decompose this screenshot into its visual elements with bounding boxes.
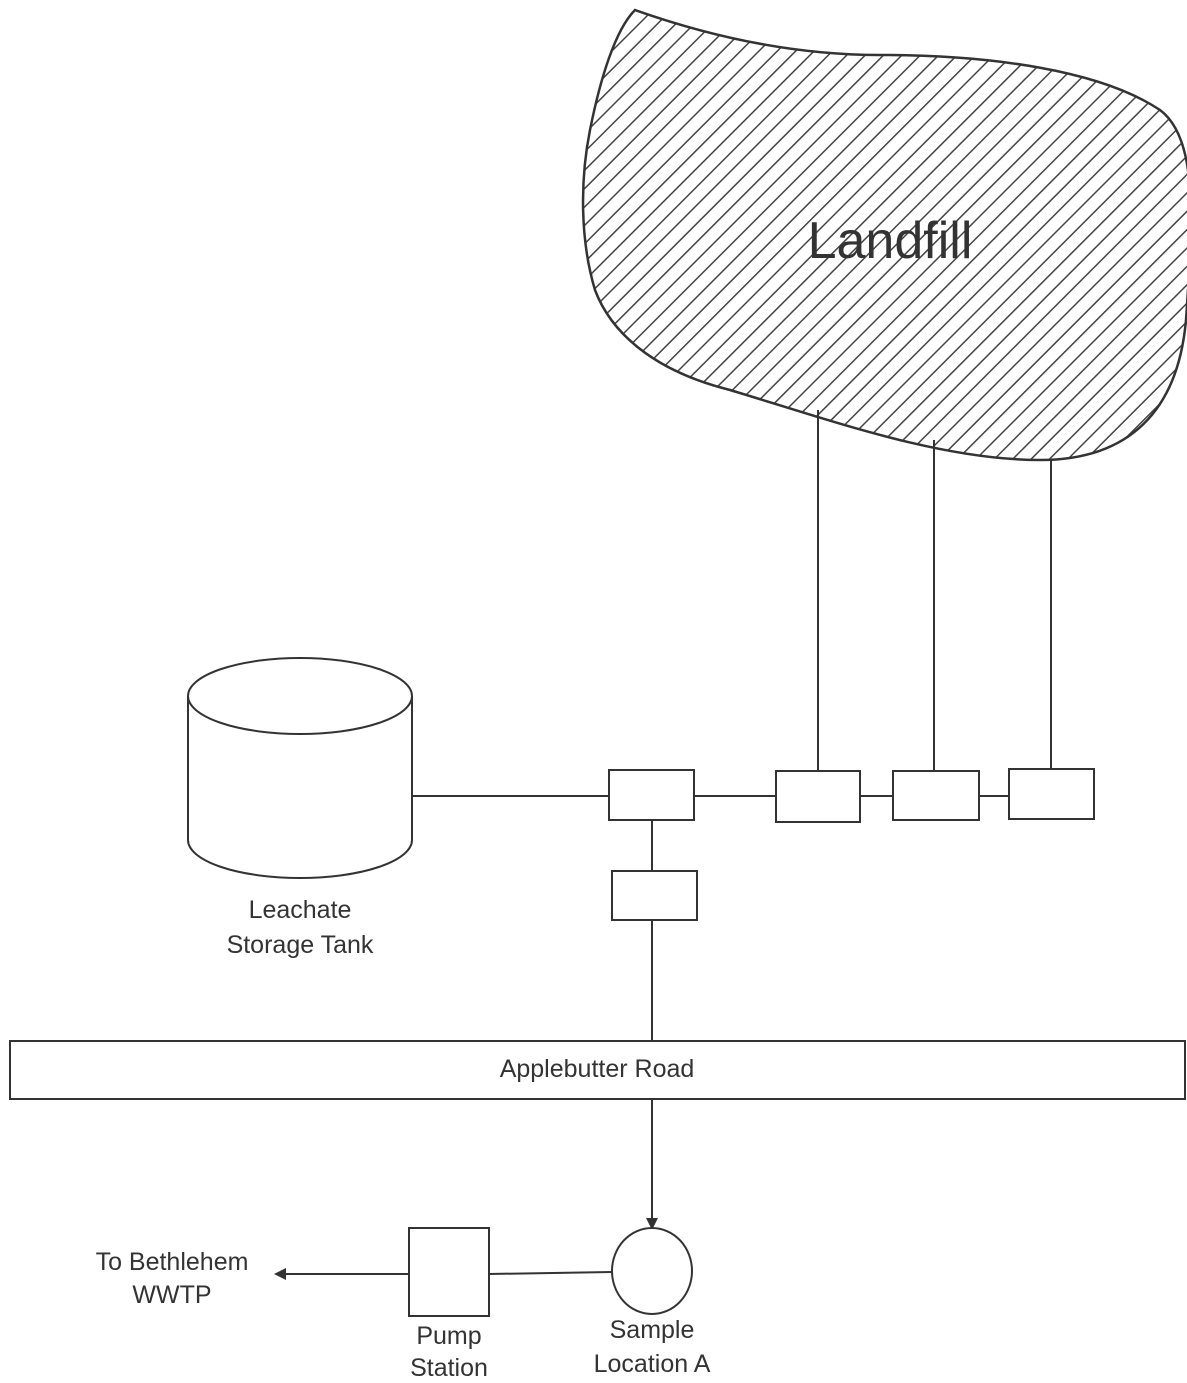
valve-box (611, 870, 698, 921)
destination-label-line1: To Bethlehem (96, 1248, 249, 1276)
collection-box-1 (775, 770, 861, 823)
landfill-label: Landfill (808, 212, 973, 270)
sample-label-line2: Location A (594, 1350, 711, 1378)
sample-location-a (611, 1227, 693, 1315)
tank-label-line1: Leachate (249, 896, 352, 924)
sample-label-line1: Sample (610, 1316, 695, 1344)
pump-station (408, 1227, 490, 1317)
collection-box-2 (892, 770, 980, 821)
tank-label-line2: Storage Tank (227, 931, 374, 959)
pump-label-line2: Station (410, 1354, 488, 1382)
leachate-storage-tank (187, 657, 413, 879)
pump-label-line1: Pump (416, 1322, 481, 1350)
collection-box-3 (1008, 768, 1095, 820)
destination-label-line2: WWTP (132, 1281, 211, 1309)
junction-box (608, 769, 695, 821)
road-label: Applebutter Road (500, 1055, 695, 1083)
applebutter-road (9, 1040, 1186, 1100)
landfill-area (581, 8, 1187, 462)
pipe-sample-to-pump (488, 1271, 613, 1275)
